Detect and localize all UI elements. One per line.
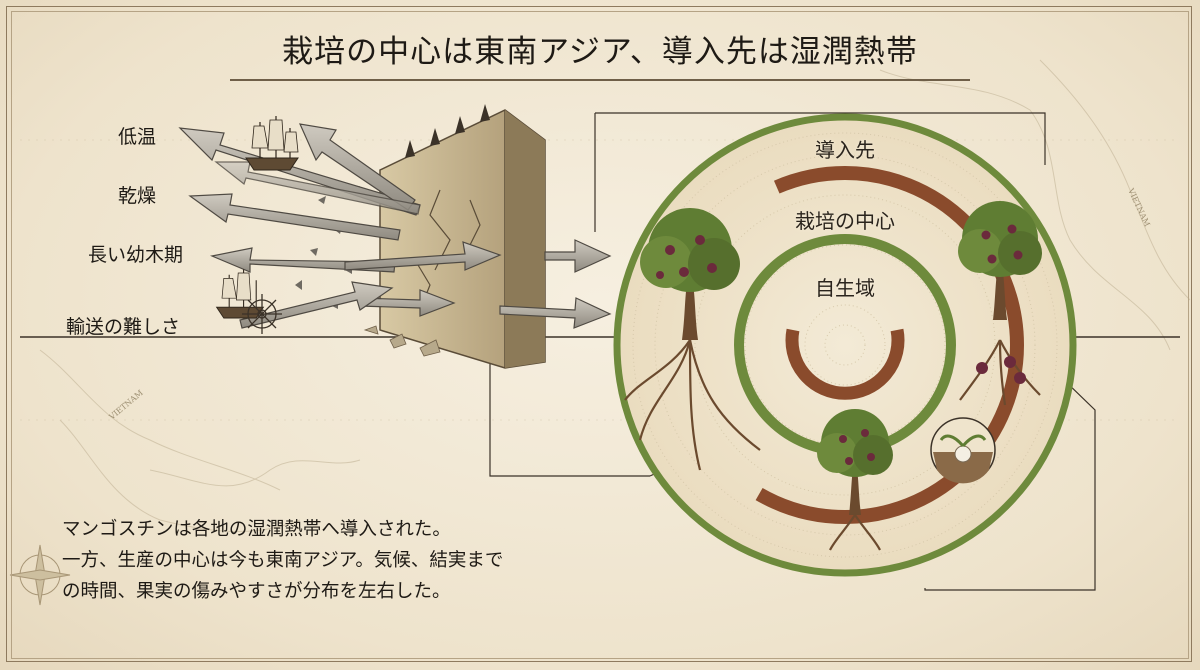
page-title: 栽培の中心は東南アジア、導入先は湿潤熱帯 xyxy=(282,34,918,70)
caption-line: マンゴスチンは各地の湿潤熱帯へ導入された。 xyxy=(62,519,451,540)
core-arc xyxy=(785,328,905,400)
ship-icon xyxy=(245,116,299,171)
ship-icon xyxy=(215,269,265,319)
ship-wheel-icon xyxy=(242,294,282,334)
pass-through-arrows xyxy=(239,239,612,329)
middle-ring-cultivation xyxy=(666,166,1024,524)
zone-label-introduced: 導入先 xyxy=(815,138,875,162)
deflected-arrows xyxy=(178,123,421,273)
map-label-vietnam-left: VIETNAM xyxy=(107,388,145,422)
caption-line: の時間、果実の傷みやすさが分布を左右した。 xyxy=(62,581,451,602)
zone-label-cultivation-center: 栽培の中心 xyxy=(795,209,895,233)
tree-icon xyxy=(640,208,740,340)
barrier-label-transport: 輸送の難しさ xyxy=(66,316,181,338)
tree-icon xyxy=(817,409,893,515)
barrier-label-juvenile-period: 長い幼木期 xyxy=(88,244,184,266)
outer-ring-introduced xyxy=(613,113,1077,577)
tree-icon xyxy=(958,201,1042,320)
underground-fruit xyxy=(976,356,1026,384)
caption-line: 一方、生産の中心は今も東南アジア。気候、結実まで xyxy=(62,550,504,571)
caption-text: マンゴスチンは各地の湿潤熱帯へ導入された。 一方、生産の中心は今も東南アジア。気… xyxy=(62,514,622,607)
barrier-label-drought: 乾燥 xyxy=(118,185,157,207)
title-underline xyxy=(230,79,970,81)
compass-icon xyxy=(9,544,71,606)
seedling-icon xyxy=(930,417,996,484)
zone-label-native-range: 自生域 xyxy=(815,276,875,300)
map-label-vietnam-top: VIETNAM xyxy=(1126,186,1152,228)
barrier-label-cold: 低温 xyxy=(118,126,157,148)
